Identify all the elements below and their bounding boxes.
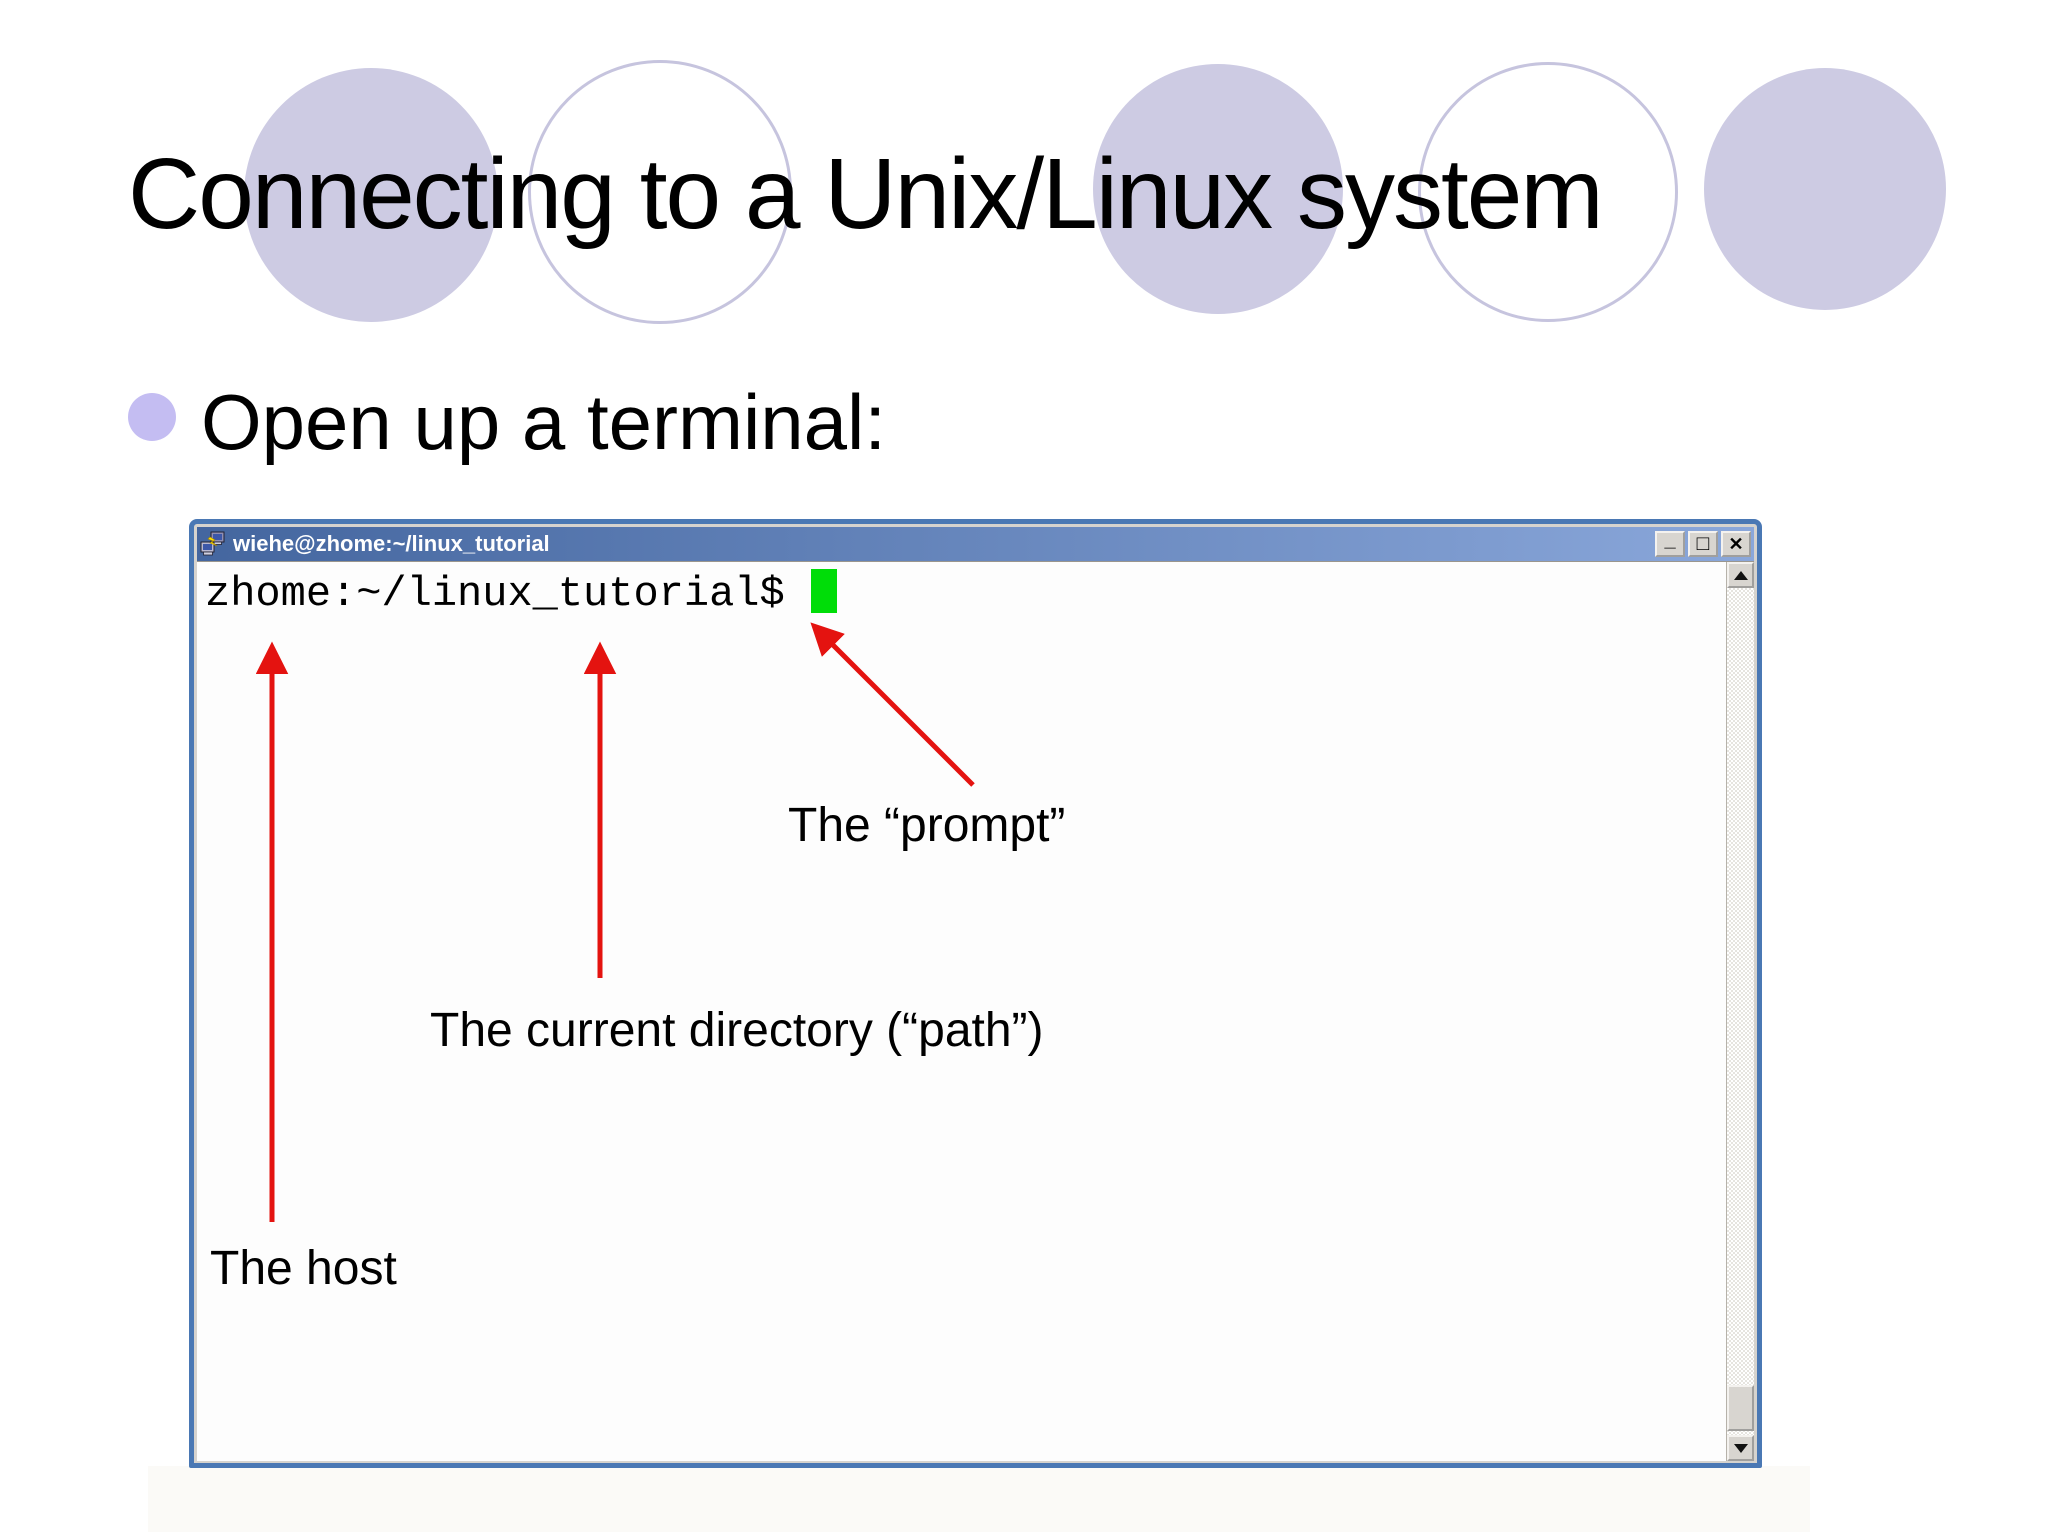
decor-circle-outlined-1 — [528, 60, 792, 324]
decor-circle-filled-2 — [1093, 64, 1343, 314]
decor-circle-filled-1 — [244, 68, 498, 322]
scroll-up-button[interactable] — [1727, 562, 1754, 588]
maximize-button[interactable]: □ — [1688, 531, 1718, 557]
close-icon: ✕ — [1728, 534, 1744, 554]
terminal-cursor — [810, 569, 837, 613]
window-title: wiehe@zhome:~/linux_tutorial — [233, 531, 550, 556]
minimize-button[interactable]: _ — [1655, 530, 1685, 557]
screenshot-backdrop — [148, 1466, 1810, 1532]
path-annotation-label: The current directory (“path”) — [430, 1004, 1044, 1057]
shell-prompt: zhome:~/linux_tutorial$ — [205, 568, 837, 621]
scroll-down-button[interactable] — [1727, 1435, 1754, 1461]
prompt-annotation-label: The “prompt” — [788, 799, 1066, 852]
host-annotation-label: The host — [210, 1242, 397, 1295]
slide-title: Connecting to a Unix/Linux system — [128, 138, 1604, 250]
bullet-text: Open up a terminal: — [201, 378, 887, 466]
decor-circle-outlined-2 — [1418, 62, 1678, 322]
ssh-app-icon — [200, 531, 225, 556]
terminal-titlebar[interactable]: wiehe@zhome:~/linux_tutorial _ □ ✕ — [197, 527, 1754, 561]
scroll-down-icon — [1733, 1443, 1748, 1453]
scrollbar-thumb[interactable] — [1727, 1385, 1754, 1431]
prompt-text: zhome:~/linux_tutorial$ — [205, 570, 785, 618]
close-button[interactable]: ✕ — [1721, 531, 1751, 557]
vertical-scrollbar[interactable] — [1726, 562, 1754, 1461]
terminal-window: wiehe@zhome:~/linux_tutorial _ □ ✕ zhome… — [189, 519, 1762, 1468]
scroll-up-icon — [1733, 570, 1748, 580]
maximize-icon: □ — [1696, 531, 1710, 555]
decor-circle-filled-3 — [1704, 68, 1946, 310]
bullet-icon — [128, 393, 176, 441]
